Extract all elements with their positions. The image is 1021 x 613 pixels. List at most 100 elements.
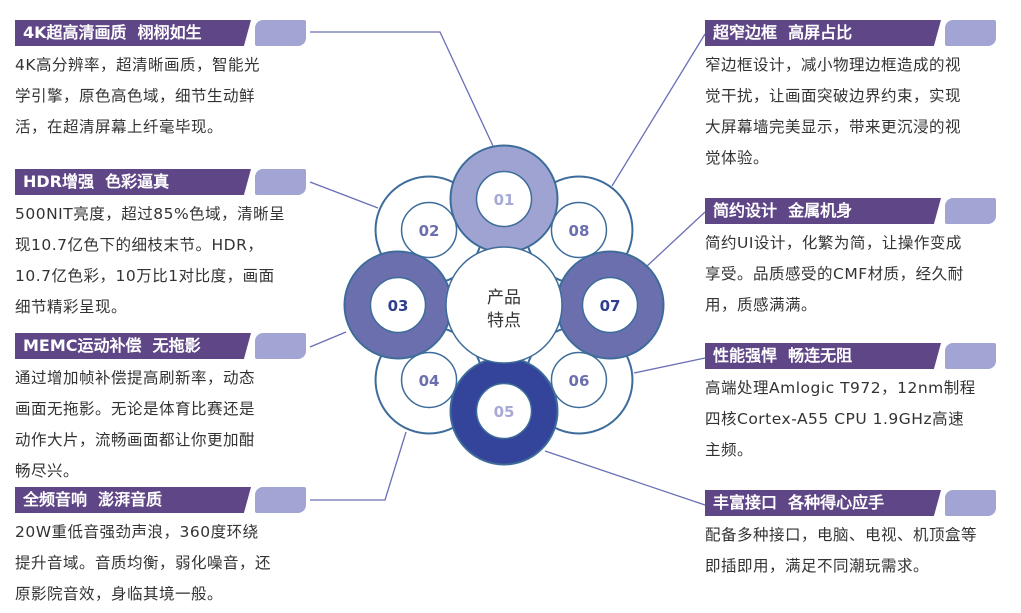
feature-description: 配备多种接口，电脑、电视、机顶盒等即插即用，满足不同潮玩需求。 — [705, 520, 997, 582]
feature-description: 20W重低音强劲声浪，360度环绕提升音域。音质均衡，弱化噪音，还原影院音效，身… — [15, 517, 307, 610]
lobe-hole — [369, 276, 427, 334]
lobe-hole — [550, 351, 608, 409]
feature-description: 窄边框设计，减小物理边框造成的视觉干扰，让画面突破边界约束，实现大屏幕墙完美显示… — [705, 50, 997, 174]
feature-header-band — [15, 20, 251, 46]
lobe-05: 05 — [449, 356, 559, 466]
lobe-03: 03 — [343, 250, 453, 360]
feature-title: 丰富接口 各种得心应手 — [713, 493, 885, 512]
feature-header-tab — [255, 487, 306, 513]
lobe-number: 06 — [569, 372, 590, 390]
lobe-number: 05 — [494, 403, 515, 421]
feature-description-line: 通过增加帧补偿提高刷新率，动态 — [15, 369, 256, 387]
connector-03 — [309, 331, 347, 348]
feature-panel: 性能强悍 畅连无阻高端处理Amlogic T972，12nm制程四核Cortex… — [705, 343, 997, 466]
feature-description: 高端处理Amlogic T972，12nm制程四核Cortex-A55 CPU … — [705, 373, 997, 466]
feature-header: 全频音响 澎湃音质 — [15, 487, 307, 513]
feature-header-tab — [255, 20, 306, 46]
lobe-hole — [400, 351, 458, 409]
feature-description-line: 用，质感满满。 — [705, 296, 818, 314]
feature-panel: MEMC运动补偿 无拖影通过增加帧补偿提高刷新率，动态画面无拖影。无论是体育比赛… — [15, 333, 307, 487]
feature-description-line: 画面无拖影。无论是体育比赛还是 — [15, 400, 256, 418]
feature-description-line: 细节精彩呈现。 — [15, 298, 128, 316]
lobe-hole — [550, 201, 608, 259]
feature-header: 超窄边框 高屏占比 — [705, 20, 997, 46]
feature-panel: 全频音响 澎湃音质 20W重低音强劲声浪，360度环绕提升音域。音质均衡，弱化噪音… — [15, 487, 307, 610]
lobe-hole — [400, 201, 458, 259]
feature-header-tab — [945, 490, 996, 516]
center-hub — [445, 246, 563, 364]
feature-description: 简约UI设计，化繁为简，让操作变成享受。品质感受的CMF材质，经久耐用，质感满满… — [705, 228, 997, 321]
feature-description-line: 学引擎，原色高色域，细节生动鲜 — [15, 87, 256, 105]
feature-description-line: 4K高分辨率，超清晰画质，智能光 — [15, 56, 261, 74]
feature-panel: 4K超高清画质 栩栩如生 4K高分辨率，超清晰画质，智能光学引擎，原色高色域，细节… — [15, 20, 307, 143]
feature-description-line: 觉干扰，让画面突破边界约束，实现 — [705, 87, 962, 105]
feature-description-line: 大屏幕墙完美显示，带来更沉浸的视 — [705, 118, 962, 136]
feature-header-band — [705, 198, 941, 224]
feature-description-line: 窄边框设计，减小物理边框造成的视 — [705, 56, 962, 74]
feature-description-line: 原影院音效，身临其境一般。 — [15, 585, 224, 603]
feature-panel: 超窄边框 高屏占比窄边框设计，减小物理边框造成的视觉干扰，让画面突破边界约束，实… — [705, 20, 997, 174]
feature-panel: 丰富接口 各种得心应手配备多种接口，电脑、电视、机顶盒等即插即用，满足不同潮玩需… — [705, 490, 997, 582]
lobe-hole — [475, 382, 533, 440]
lobe-07: 07 — [555, 250, 665, 360]
feature-description-line: 即插即用，满足不同潮玩需求。 — [705, 557, 930, 575]
lobe-number: 08 — [569, 222, 590, 240]
connector-02 — [309, 181, 379, 209]
feature-description-line: 活，在超清屏幕上纤毫毕现。 — [15, 118, 224, 136]
feature-description-line: 四核Cortex-A55 CPU 1.9GHz高速 — [705, 410, 965, 428]
connector-08 — [611, 33, 706, 187]
feature-header-tab — [255, 169, 306, 195]
center-label-line1: 产品 — [487, 288, 521, 308]
feature-header-tab — [945, 343, 996, 369]
feature-header-band — [705, 343, 941, 369]
feature-description-line: 简约UI设计，化繁为简，让操作变成 — [705, 234, 962, 252]
feature-header-tab — [945, 20, 996, 46]
feature-header: 性能强悍 畅连无阻 — [705, 343, 997, 369]
feature-header-band — [15, 169, 251, 195]
feature-header-band — [15, 487, 251, 513]
feature-header-band — [705, 20, 941, 46]
lobe-number: 04 — [419, 372, 440, 390]
feature-description-line: 配备多种接口，电脑、电视、机顶盒等 — [705, 526, 978, 544]
feature-header-tab — [945, 198, 996, 224]
connector-04 — [310, 431, 407, 501]
feature-description-line: 20W重低音强劲声浪，360度环绕 — [15, 523, 259, 541]
feature-header-band — [705, 490, 941, 516]
feature-description-line: 动作大片，流畅画面都让你更加酣 — [15, 431, 256, 449]
feature-header: 4K超高清画质 栩栩如生 — [15, 20, 307, 46]
lobe-number: 02 — [419, 222, 440, 240]
connector-07 — [645, 211, 706, 268]
feature-description-line: 10.7亿色彩，10万比1对比度，画面 — [15, 267, 275, 285]
feature-description-line: 500NIT亮度，超过85%色域，清晰呈 — [15, 205, 286, 223]
feature-description: 通过增加帧补偿提高刷新率，动态画面无拖影。无论是体育比赛还是动作大片，流畅画面都… — [15, 363, 307, 487]
feature-header-band — [15, 333, 251, 359]
feature-panel: 简约设计 金属机身简约UI设计，化繁为简，让操作变成享受。品质感受的CMF材质，… — [705, 198, 997, 321]
feature-header: MEMC运动补偿 无拖影 — [15, 333, 307, 359]
feature-description-line: 享受。品质感受的CMF材质，经久耐 — [705, 265, 964, 283]
lobe-number: 03 — [388, 297, 409, 315]
feature-description-line: 主频。 — [705, 441, 754, 459]
feature-title: 全频音响 澎湃音质 — [23, 490, 163, 509]
feature-header-tab — [255, 333, 306, 359]
connector-01 — [310, 31, 494, 147]
feature-title: 4K超高清画质 栩栩如生 — [23, 23, 202, 42]
feature-description-line: 现10.7亿色下的细枝末节。HDR， — [15, 236, 264, 254]
feature-title: MEMC运动补偿 无拖影 — [23, 336, 201, 355]
feature-description: 500NIT亮度，超过85%色域，清晰呈现10.7亿色下的细枝末节。HDR， 10… — [15, 199, 307, 323]
connector-05 — [544, 450, 706, 506]
feature-title: HDR增强 色彩逼真 — [23, 172, 170, 191]
feature-description-line: 提升音域。音质均衡，弱化噪音，还 — [15, 554, 272, 572]
lobe-number: 01 — [494, 191, 515, 209]
feature-title: 超窄边框 高屏占比 — [713, 23, 853, 42]
feature-header: 丰富接口 各种得心应手 — [705, 490, 997, 516]
feature-description-line: 高端处理Amlogic T972，12nm制程 — [705, 379, 976, 397]
lobe-number: 07 — [600, 297, 621, 315]
center-label-line2: 特点 — [487, 311, 521, 331]
feature-header: 简约设计 金属机身 — [705, 198, 997, 224]
connector-06 — [633, 357, 706, 374]
feature-description-line: 觉体验。 — [705, 149, 770, 167]
feature-title: 性能强悍 畅连无阻 — [713, 346, 853, 365]
feature-title: 简约设计 金属机身 — [713, 201, 853, 220]
lobe-01: 01 — [449, 144, 559, 254]
